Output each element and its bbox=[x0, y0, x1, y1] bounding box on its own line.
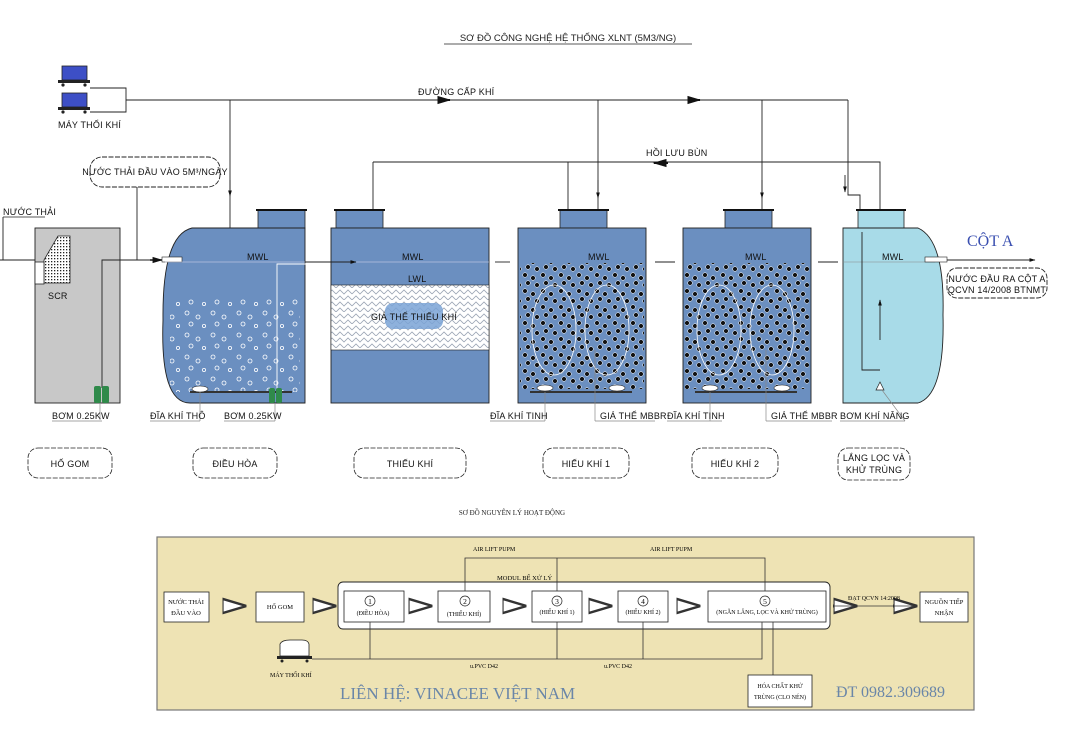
lwl-label: LWL bbox=[408, 274, 426, 284]
svg-text:5: 5 bbox=[763, 597, 767, 606]
callout-mbbr-2: GIÁ THỂ MBBR bbox=[771, 410, 838, 421]
chem-line2: TRÙNG (CLO NÉN) bbox=[754, 693, 806, 701]
screen-icon bbox=[34, 235, 71, 285]
callout-pump-gom: BƠM 0.25KW bbox=[52, 411, 110, 421]
inlet-box-line1: NƯỚC THẢI bbox=[168, 598, 204, 606]
air-line-label: ĐƯỜNG CẤP KHÍ bbox=[418, 87, 495, 97]
blower-icon bbox=[58, 92, 90, 114]
svg-text:2: 2 bbox=[463, 597, 467, 606]
mwl-label: MWL bbox=[588, 252, 610, 262]
blower-icon bbox=[277, 639, 312, 663]
mwl-label: MWL bbox=[402, 252, 424, 262]
airlift-label-2: AIR LIFT PUPM bbox=[650, 547, 693, 553]
step-3: 3 (HIẾU KHÍ 1) bbox=[531, 590, 583, 623]
callout-airlift: BƠM KHÍ NÂNG bbox=[840, 411, 910, 421]
mwl-label: MWL bbox=[882, 252, 904, 262]
receiver-line2: NHẬN bbox=[935, 609, 954, 617]
outlet-cloud-callout: NƯỚC ĐẦU RA CỘT A QCVN 14/2008 BTNMT bbox=[946, 267, 1048, 299]
tank-label-lang-loc-2: KHỬ TRÙNG bbox=[846, 464, 902, 475]
pipe-label-2: u.PVC D42 bbox=[604, 664, 632, 670]
fine-diffuser-icon bbox=[701, 384, 719, 392]
inlet-box-line2: ĐẦU VÀO bbox=[171, 609, 201, 617]
svg-text:QCVN 14/2008 BTNMT: QCVN 14/2008 BTNMT bbox=[948, 285, 1046, 295]
anoxic-media-label: GIÁ THỂ THIẾU KHÍ bbox=[371, 311, 457, 322]
module-label: MODUL BỂ XỬ LÝ bbox=[497, 574, 552, 582]
step-5: 5 (NGĂN LẮNG, LỌC VÀ KHỬ TRÙNG) bbox=[707, 590, 827, 623]
svg-text:NƯỚC THẢI ĐẦU VÀO 5M³/NGÀY: NƯỚC THẢI ĐẦU VÀO 5M³/NGÀY bbox=[82, 166, 227, 177]
coarse-diffuser-icon bbox=[191, 385, 209, 393]
gom-box-label: HỐ GOM bbox=[267, 603, 293, 611]
svg-text:(NGĂN LẮNG, LỌC VÀ KHỬ TRÙNG): (NGĂN LẮNG, LỌC VÀ KHỬ TRÙNG) bbox=[716, 608, 817, 616]
tank-dieu-hoa: MWL bbox=[161, 209, 330, 404]
outlet-standard-title: CỘT A bbox=[967, 231, 1014, 250]
svg-text:4: 4 bbox=[641, 597, 645, 606]
callouts: BƠM 0.25KW ĐĨA KHÍ THÔ BƠM 0.25KW ĐĨA KH… bbox=[52, 350, 910, 422]
mwl-label: MWL bbox=[745, 252, 767, 262]
tank-thieu-khi: GIÁ THỂ THIẾU KHÍ MWL LWL bbox=[330, 209, 490, 404]
svg-text:3: 3 bbox=[555, 597, 559, 606]
callout-fine-diffuser-2: ĐĨA KHÍ TINH bbox=[667, 411, 725, 421]
fine-diffuser-icon bbox=[608, 384, 626, 392]
chem-line1: HÓA CHẤT KHỬ bbox=[757, 682, 803, 690]
tank-ho-gom: SCR bbox=[34, 227, 162, 404]
pump-icon bbox=[94, 386, 109, 403]
bottom-title: SƠ ĐỒ NGUYÊN LÝ HOẠT ĐỘNG bbox=[459, 509, 565, 517]
diagram-title: SƠ ĐỒ CÔNG NGHỆ HỆ THỐNG XLNT (5M3/NG) bbox=[460, 32, 676, 44]
step-1: 1 (ĐIỀU HÒA) bbox=[343, 590, 405, 623]
receiver-line1: NGUỒN TIẾP bbox=[925, 598, 964, 606]
step-4: 4 (HIẾU KHÍ 2) bbox=[617, 590, 669, 623]
screen-label: SCR bbox=[48, 291, 68, 301]
svg-text:(ĐIỀU HÒA): (ĐIỀU HÒA) bbox=[357, 609, 390, 617]
callout-fine-diffuser-1: ĐĨA KHÍ TINH bbox=[490, 411, 548, 421]
inlet-cloud-callout: NƯỚC THẢI ĐẦU VÀO 5M³/NGÀY bbox=[82, 156, 228, 260]
svg-text:NƯỚC ĐẦU RA CỘT A: NƯỚC ĐẦU RA CỘT A bbox=[948, 274, 1045, 284]
tank-label-hieu-khi-2: HIẾU KHÍ 2 bbox=[711, 459, 760, 469]
fine-diffuser-icon bbox=[773, 384, 791, 392]
mwl-label: MWL bbox=[247, 252, 269, 262]
tank-label-dieu-hoa: ĐIỀU HÒA bbox=[212, 459, 257, 469]
tank-label-lang-loc-1: LẮNG LỌC VÀ bbox=[843, 453, 905, 463]
svg-text:1: 1 bbox=[368, 597, 372, 606]
svg-text:(THIẾU KHÍ): (THIẾU KHÍ) bbox=[447, 610, 481, 618]
airlift-label-1: AIR LIFT PUPM bbox=[473, 547, 516, 553]
tank-label-hieu-khi-1: HIẾU KHÍ 1 bbox=[562, 459, 611, 469]
fine-diffuser-icon bbox=[536, 384, 554, 392]
callout-pump-dieu-hoa: BƠM 0.25KW bbox=[224, 411, 282, 421]
callout-coarse-diffuser: ĐĨA KHÍ THÔ bbox=[150, 411, 206, 421]
standard-label: ĐẠT QCVN 14:2008 bbox=[848, 596, 900, 602]
contact-company: LIÊN HỆ: VINACEE VIỆT NAM bbox=[340, 684, 575, 703]
pipe-label-1: u.PVC D42 bbox=[470, 664, 498, 670]
pump-icon bbox=[269, 388, 282, 403]
step-2: 2 (THIẾU KHÍ) bbox=[437, 590, 491, 623]
tank-name-labels: HỐ GOM ĐIỀU HÒA THIẾU KHÍ HIẾU KHÍ 1 HIẾ… bbox=[27, 447, 911, 481]
sludge-return-label: HỒI LƯU BÙN bbox=[646, 147, 707, 158]
air-blower-unit: MÁY THỔI KHÍ bbox=[58, 65, 848, 130]
tank-hieu-khi-1: MWL bbox=[517, 209, 647, 404]
contact-phone: ĐT 0982.309689 bbox=[836, 684, 945, 701]
tank-hieu-khi-2: MWL bbox=[682, 209, 812, 404]
flow-panel: MODUL BỂ XỬ LÝ NƯỚC THẢI ĐẦU VÀO HỐ GOM … bbox=[156, 536, 975, 711]
blower-label: MÁY THỔI KHÍ bbox=[58, 119, 121, 130]
tank-label-thieu-khi: THIẾU KHÍ bbox=[387, 459, 434, 469]
svg-text:(HIẾU KHÍ 2): (HIẾU KHÍ 2) bbox=[626, 608, 661, 616]
bottom-blower-label: MÁY THỔI KHÍ bbox=[270, 671, 312, 679]
callout-mbbr-1: GIÁ THỂ MBBR bbox=[600, 410, 667, 421]
airlift-icon bbox=[875, 381, 885, 391]
blower-icon bbox=[58, 65, 90, 87]
tank-lang-loc: MWL bbox=[842, 209, 948, 404]
tank-label-ho-gom: HỐ GOM bbox=[51, 458, 90, 469]
inlet-label: NƯỚC THẢI bbox=[3, 206, 56, 217]
svg-text:(HIẾU KHÍ 1): (HIẾU KHÍ 1) bbox=[540, 608, 575, 616]
